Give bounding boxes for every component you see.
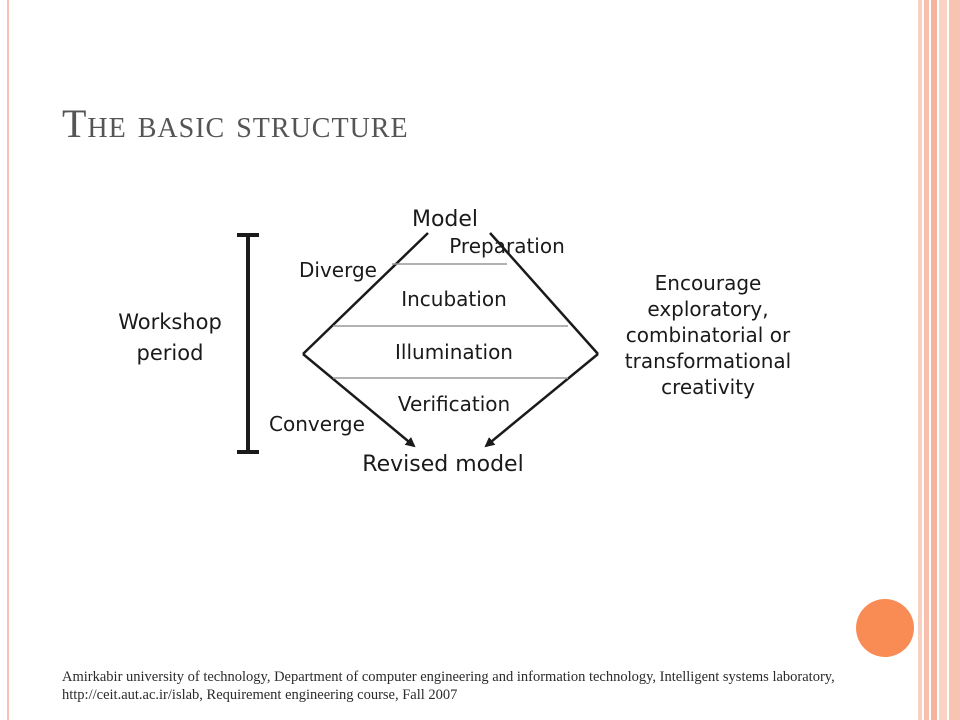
slide-frame-right-stripe [949, 0, 960, 720]
diamond-edge-top-right [489, 232, 599, 355]
right-note-line1: Encourage [655, 271, 762, 295]
slide-frame-right-stripe [939, 0, 947, 720]
slide-footer: Amirkabir university of technology, Depa… [62, 669, 835, 703]
accent-circle [856, 599, 914, 657]
slide-frame-right-stripe [918, 0, 922, 720]
right-note-line5: creativity [661, 375, 755, 399]
converge-label: Converge [269, 412, 365, 436]
diamond-edge-bottom-right-arrow [484, 353, 599, 448]
stage-label-incubation: Incubation [401, 287, 507, 311]
right-note-line4: transformational [625, 349, 791, 373]
diverge-label: Diverge [299, 258, 377, 282]
diamond-edge-bottom-left-arrow [302, 353, 416, 448]
slide-title: The basic structure [62, 101, 409, 146]
right-note-line3: combinatorial or [626, 323, 791, 347]
revised-model-label: Revised model [362, 452, 523, 477]
model-label: Model [412, 207, 478, 232]
stage-label-illumination: Illumination [395, 340, 513, 364]
slide-frame-right-stripe [931, 0, 937, 720]
right-note-line2: exploratory, [647, 297, 768, 321]
stage-label-preparation: Preparation [449, 234, 565, 258]
workshop-period-label-line1: Workshop [118, 310, 222, 334]
slide-frame-right-stripe [924, 0, 929, 720]
slide-frame-left [7, 0, 9, 720]
stage-label-verification: Verification [398, 392, 510, 416]
diamond-edge-top-left [302, 232, 429, 355]
workshop-period-bracket [237, 233, 259, 454]
workshop-period-label-line2: period [137, 341, 204, 365]
